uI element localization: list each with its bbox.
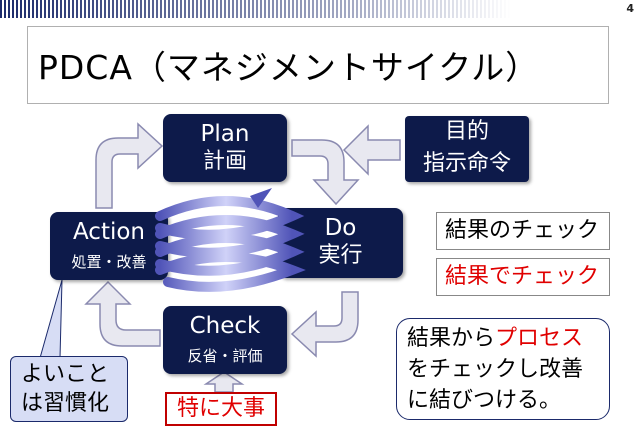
result-check-label: 結果のチェック [436,212,610,250]
habit-line-1: よいこと [21,362,110,387]
callout-line-2: をチェックし改善 [407,357,584,382]
purpose-box: 目的 指示命令 [405,116,529,182]
callout-line-3: に結びつける。 [407,388,562,413]
check-label-en: Check [189,313,261,339]
check-node: Check 反省・評価 [163,306,287,374]
title-box: PDCA（マネジメントサイクル） [27,26,609,104]
action-label-en: Action [72,219,146,245]
check-label-ja: 反省・評価 [187,347,263,365]
habit-speech-bubble: よいこと は習慣化 [10,356,128,422]
page-title: PDCA（マネジメントサイクル） [38,48,540,87]
arrow-check-to-action [84,280,161,347]
arrow-plan-to-do [291,139,360,206]
purpose-line-1: 目的 [444,119,489,144]
do-label-en: Do [324,215,357,241]
important-label: 特に大事 [165,392,277,426]
action-label-ja: 処置・改善 [71,253,147,271]
spiral-ring-1 [155,196,305,240]
callout-text-1: 結果から [407,326,496,351]
result-check-emphasized-label: 結果でチェック [436,258,610,296]
spiral-ring-2 [155,215,305,258]
arrow-important-to-check [203,371,245,393]
spiral-ring-4 [155,252,306,292]
callout-line-1: 結果からプロセス [407,323,599,354]
page-number: 4 [626,2,634,15]
purpose-line-2: 指示命令 [422,151,511,176]
plan-label-ja: 計画 [202,149,247,174]
spiral-ring-3 [155,233,305,276]
process-improvement-callout: 結果からプロセス をチェックし改善 に結びつける。 [396,318,610,420]
header-stripe [0,0,640,18]
habit-line-2: は習慣化 [21,391,110,416]
plan-node: Plan 計画 [163,114,287,182]
do-label-ja: 実行 [318,243,363,268]
plan-label-en: Plan [200,121,250,147]
do-node: Do 実行 [278,208,403,278]
arrow-purpose-to-plan [342,124,401,176]
arrow-do-to-check [290,291,359,358]
callout-text-red: プロセス [495,326,584,351]
arrow-action-to-plan [95,122,164,209]
spiral-arrowhead [250,188,272,208]
action-node: Action 処置・改善 [50,212,168,280]
